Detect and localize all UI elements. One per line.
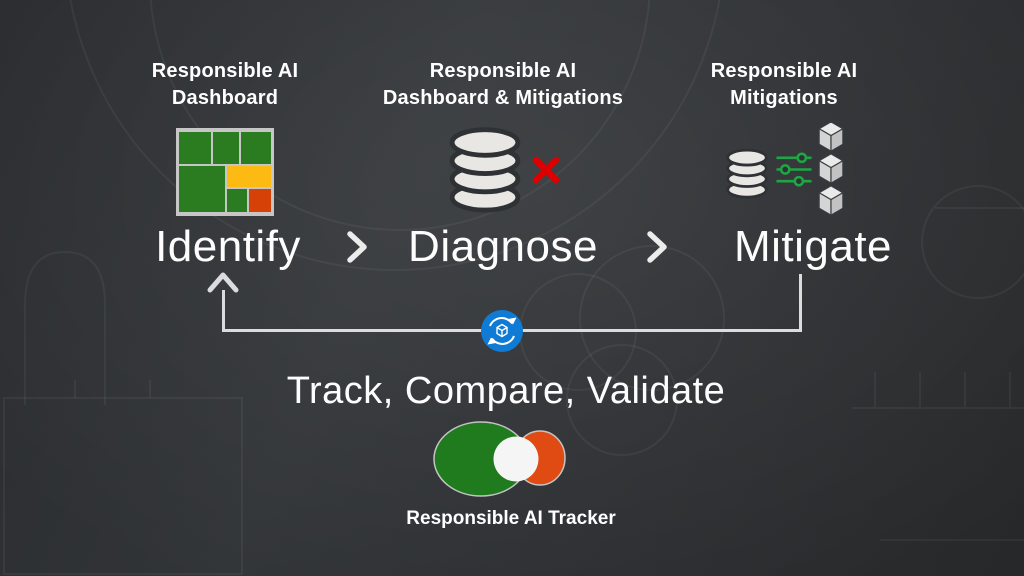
chevron-right-icon	[647, 231, 667, 263]
stage-label-diagnose: Diagnose	[408, 222, 598, 271]
loop-line-right	[799, 274, 802, 332]
arrow-up-icon	[207, 272, 239, 293]
stage-label-identify: Identify	[155, 222, 301, 271]
stage-title-line1: Responsible AI	[429, 60, 577, 82]
error-x-icon	[532, 156, 560, 184]
treemap-cell	[227, 189, 247, 212]
stage-title-mitigate: Responsible AI Mitigations	[624, 58, 944, 112]
cube-icon	[818, 121, 844, 152]
treemap-cell	[179, 132, 211, 164]
treemap-cell	[179, 166, 225, 212]
stage-title-line2: Dashboard	[171, 87, 279, 109]
cube-icon	[818, 153, 844, 184]
treemap-cell	[249, 189, 271, 212]
stage-title-line2: Mitigations	[730, 87, 838, 109]
stage-title-line1: Responsible AI	[151, 60, 299, 82]
stage-title-identify: Responsible AI Dashboard	[65, 58, 385, 112]
stage-title-diagnose: Responsible AI Dashboard & Mitigations	[343, 58, 663, 112]
database-icon	[449, 127, 521, 213]
tracker-label: Responsible AI Tracker	[406, 508, 616, 529]
treemap-cell	[241, 132, 271, 164]
venn-diagram-icon	[433, 421, 566, 497]
sync-cube-icon	[481, 310, 523, 352]
stage-title-line1: Responsible AI	[710, 60, 858, 82]
loop-line-left	[222, 290, 225, 332]
treemap-cell	[213, 132, 239, 164]
cube-icon	[818, 185, 844, 216]
stage-title-line2: Dashboard & Mitigations	[382, 87, 624, 109]
treemap-icon	[176, 128, 274, 216]
chevron-right-icon	[347, 231, 367, 263]
sliders-icon	[776, 152, 812, 187]
treemap-cell	[227, 166, 271, 187]
loop-caption: Track, Compare, Validate	[286, 370, 726, 412]
stage-label-mitigate: Mitigate	[733, 222, 893, 271]
database-icon	[726, 149, 768, 199]
